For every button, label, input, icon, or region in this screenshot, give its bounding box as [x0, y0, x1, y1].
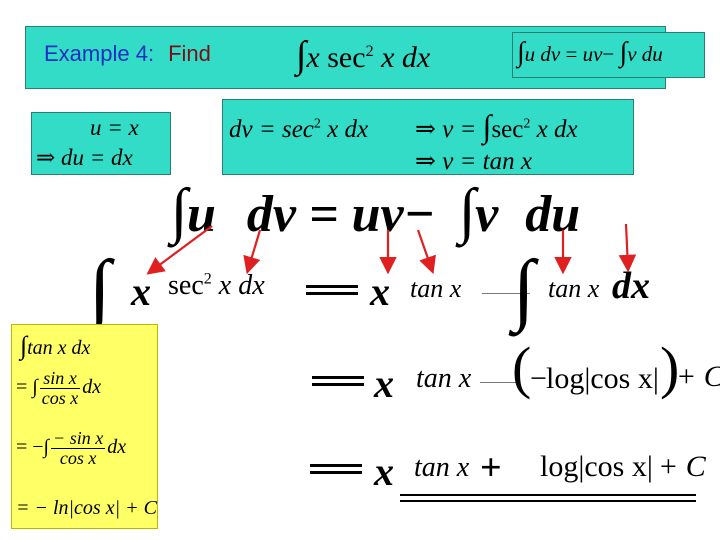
- step1-integral-sign: ∫: [88, 245, 110, 333]
- arrow-du-to-dx: [618, 223, 637, 273]
- integral-to-find: ∫x sec2 x dx: [296, 34, 431, 76]
- step2-plus-c: + C: [676, 360, 720, 393]
- step2-paren-close: ): [660, 335, 680, 400]
- step2-eq-bottom: [312, 383, 364, 386]
- step3-plus: +: [480, 447, 502, 489]
- u-box: u = x ⇒ du = dx: [31, 112, 171, 175]
- step3-plus-c: + C: [658, 450, 706, 483]
- answer-underline-top: [400, 494, 696, 496]
- example-title: Example 4: Find: [44, 41, 211, 67]
- step2-paren-open: (: [512, 335, 532, 400]
- v-integral: ⇒ v = ∫sec2 x dx: [415, 108, 578, 144]
- step3-log: log|cos x|: [540, 450, 653, 483]
- step3-eq-bottom: [310, 471, 362, 474]
- step1-minus-line: [482, 293, 530, 294]
- v-result: ⇒ v = tan x: [415, 148, 532, 175]
- yellow-line1: ∫tan x dx: [20, 331, 91, 360]
- step2-log: log|cos x|: [546, 362, 659, 395]
- step2-dash-line: [480, 382, 516, 383]
- step1-tan: tan x: [410, 274, 462, 303]
- step1-x2: x: [370, 269, 390, 314]
- step2-x: x: [374, 361, 394, 406]
- step1-integral-sign-2: ∫: [512, 245, 534, 333]
- step1-x: x: [131, 269, 151, 314]
- du-definition: ⇒ du = dx: [36, 145, 133, 170]
- step2-minus: −: [530, 362, 547, 395]
- step1-eq-top: [306, 285, 358, 288]
- step2-tan: tan x: [416, 363, 472, 394]
- step1-sec-term: sec2 x dx: [168, 270, 265, 301]
- step3-tan: tan x: [414, 452, 470, 483]
- example-label: Example 4:: [44, 41, 155, 66]
- u-definition: u = x: [90, 115, 139, 140]
- big-parts-formula: ∫u dv = uv− ∫v du: [170, 177, 581, 245]
- yellow-line4: = − ln|cos x| + C: [16, 497, 157, 519]
- step2-eq-top: [312, 376, 364, 379]
- step1-tan2: tan x: [548, 274, 600, 303]
- parts-formula-box: ∫u dv = uv− ∫v du: [512, 32, 705, 78]
- dv-box: dv = sec2 x dx ⇒ v = ∫sec2 x dx ⇒ v = ta…: [222, 99, 634, 175]
- dv-definition: dv = sec2 x dx: [229, 116, 369, 143]
- step1-dx: dx: [612, 265, 650, 307]
- find-label: Find: [168, 41, 211, 66]
- step3-x: x: [374, 449, 394, 494]
- step1-eq-bottom: [306, 292, 358, 295]
- answer-underline-bottom: [400, 500, 696, 502]
- step3-eq-top: [310, 464, 362, 467]
- parts-formula: ∫u dv = uv− ∫v du: [517, 37, 663, 68]
